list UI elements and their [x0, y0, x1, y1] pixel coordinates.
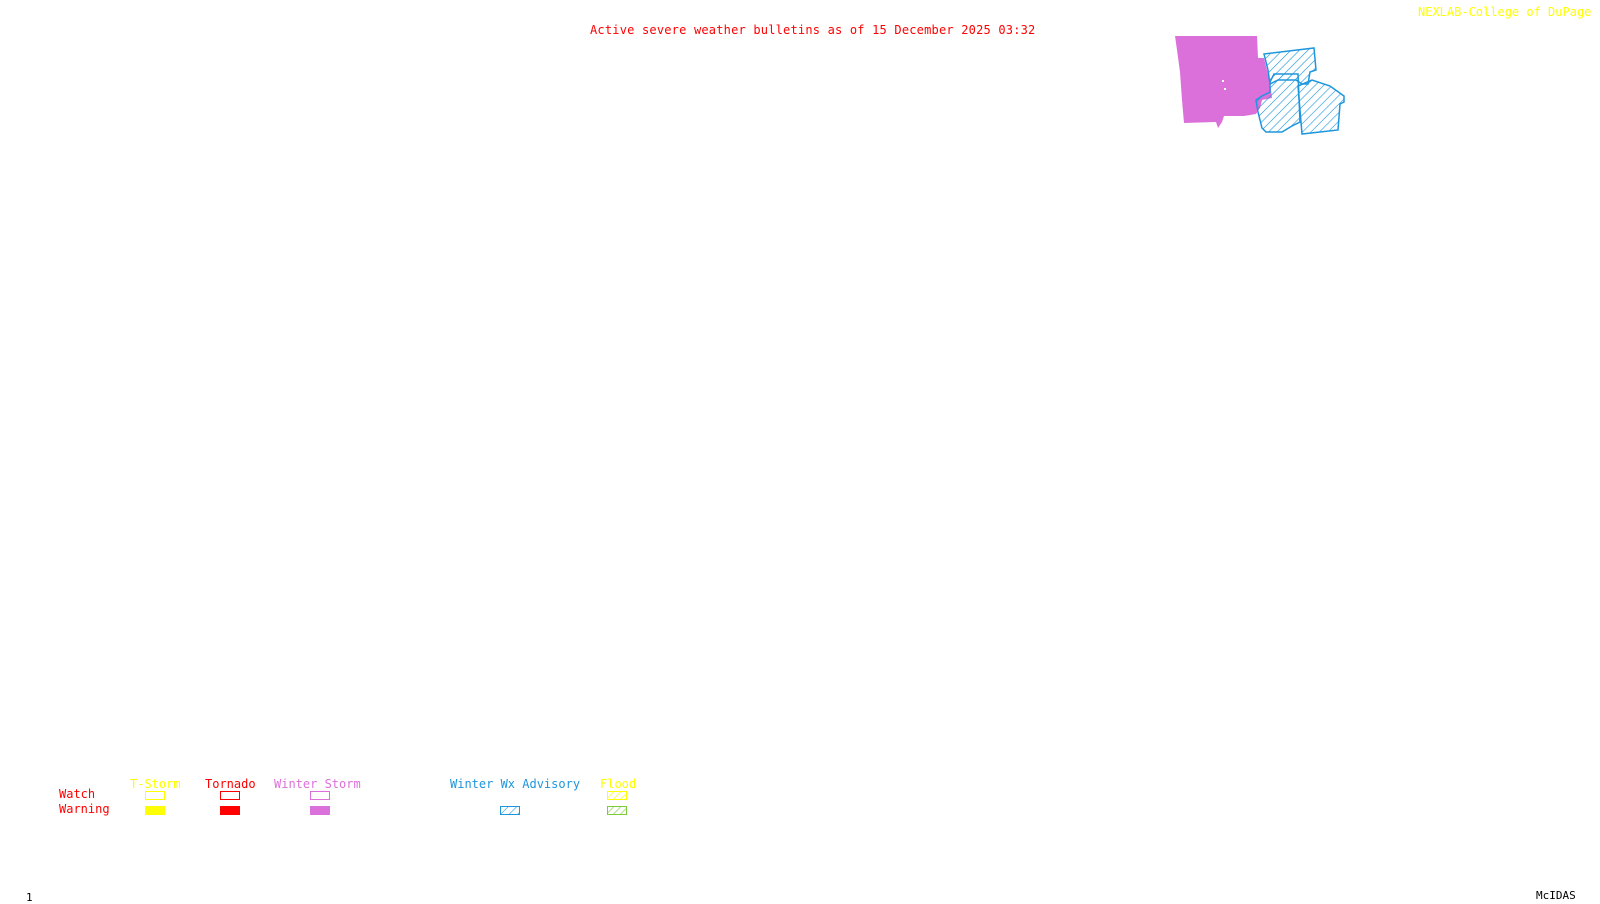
page-title: Active severe weather bulletins as of 15…	[590, 23, 1036, 37]
legend-col-winter-advisory: Winter Wx Advisory	[450, 777, 581, 791]
winter-advisory-swatch	[500, 806, 520, 815]
winter-storm-watch-swatch	[310, 791, 330, 800]
map-artifact	[1224, 88, 1226, 90]
software-label: McIDAS	[1536, 889, 1576, 902]
credit-text: NEXLAB-College of DuPage	[1418, 5, 1592, 19]
legend-row-warning: Warning	[59, 802, 110, 816]
flood-warning-swatch	[607, 806, 627, 815]
credit-label: NEXLAB-College of DuPage	[1418, 6, 1600, 18]
tstorm-warning-swatch	[145, 806, 165, 815]
tornado-warning-swatch	[220, 806, 240, 815]
frame-number: 1	[26, 891, 33, 904]
legend-row-watch: Watch	[59, 787, 96, 801]
flood-watch-swatch	[607, 791, 627, 800]
legend-col-tornado: Tornado	[205, 777, 256, 791]
winter-storm-warning-swatch	[310, 806, 330, 815]
legend-col-winter-storm: Winter Storm	[274, 777, 361, 791]
winter-advisory-region	[1255, 73, 1301, 133]
tornado-watch-swatch	[220, 791, 240, 800]
map-artifact	[1222, 80, 1224, 82]
winter-advisory-region	[1297, 79, 1345, 135]
legend-col-flood: Flood	[600, 777, 637, 791]
tstorm-watch-swatch	[145, 791, 165, 800]
legend-col-tstorm: T-Storm	[130, 777, 181, 791]
